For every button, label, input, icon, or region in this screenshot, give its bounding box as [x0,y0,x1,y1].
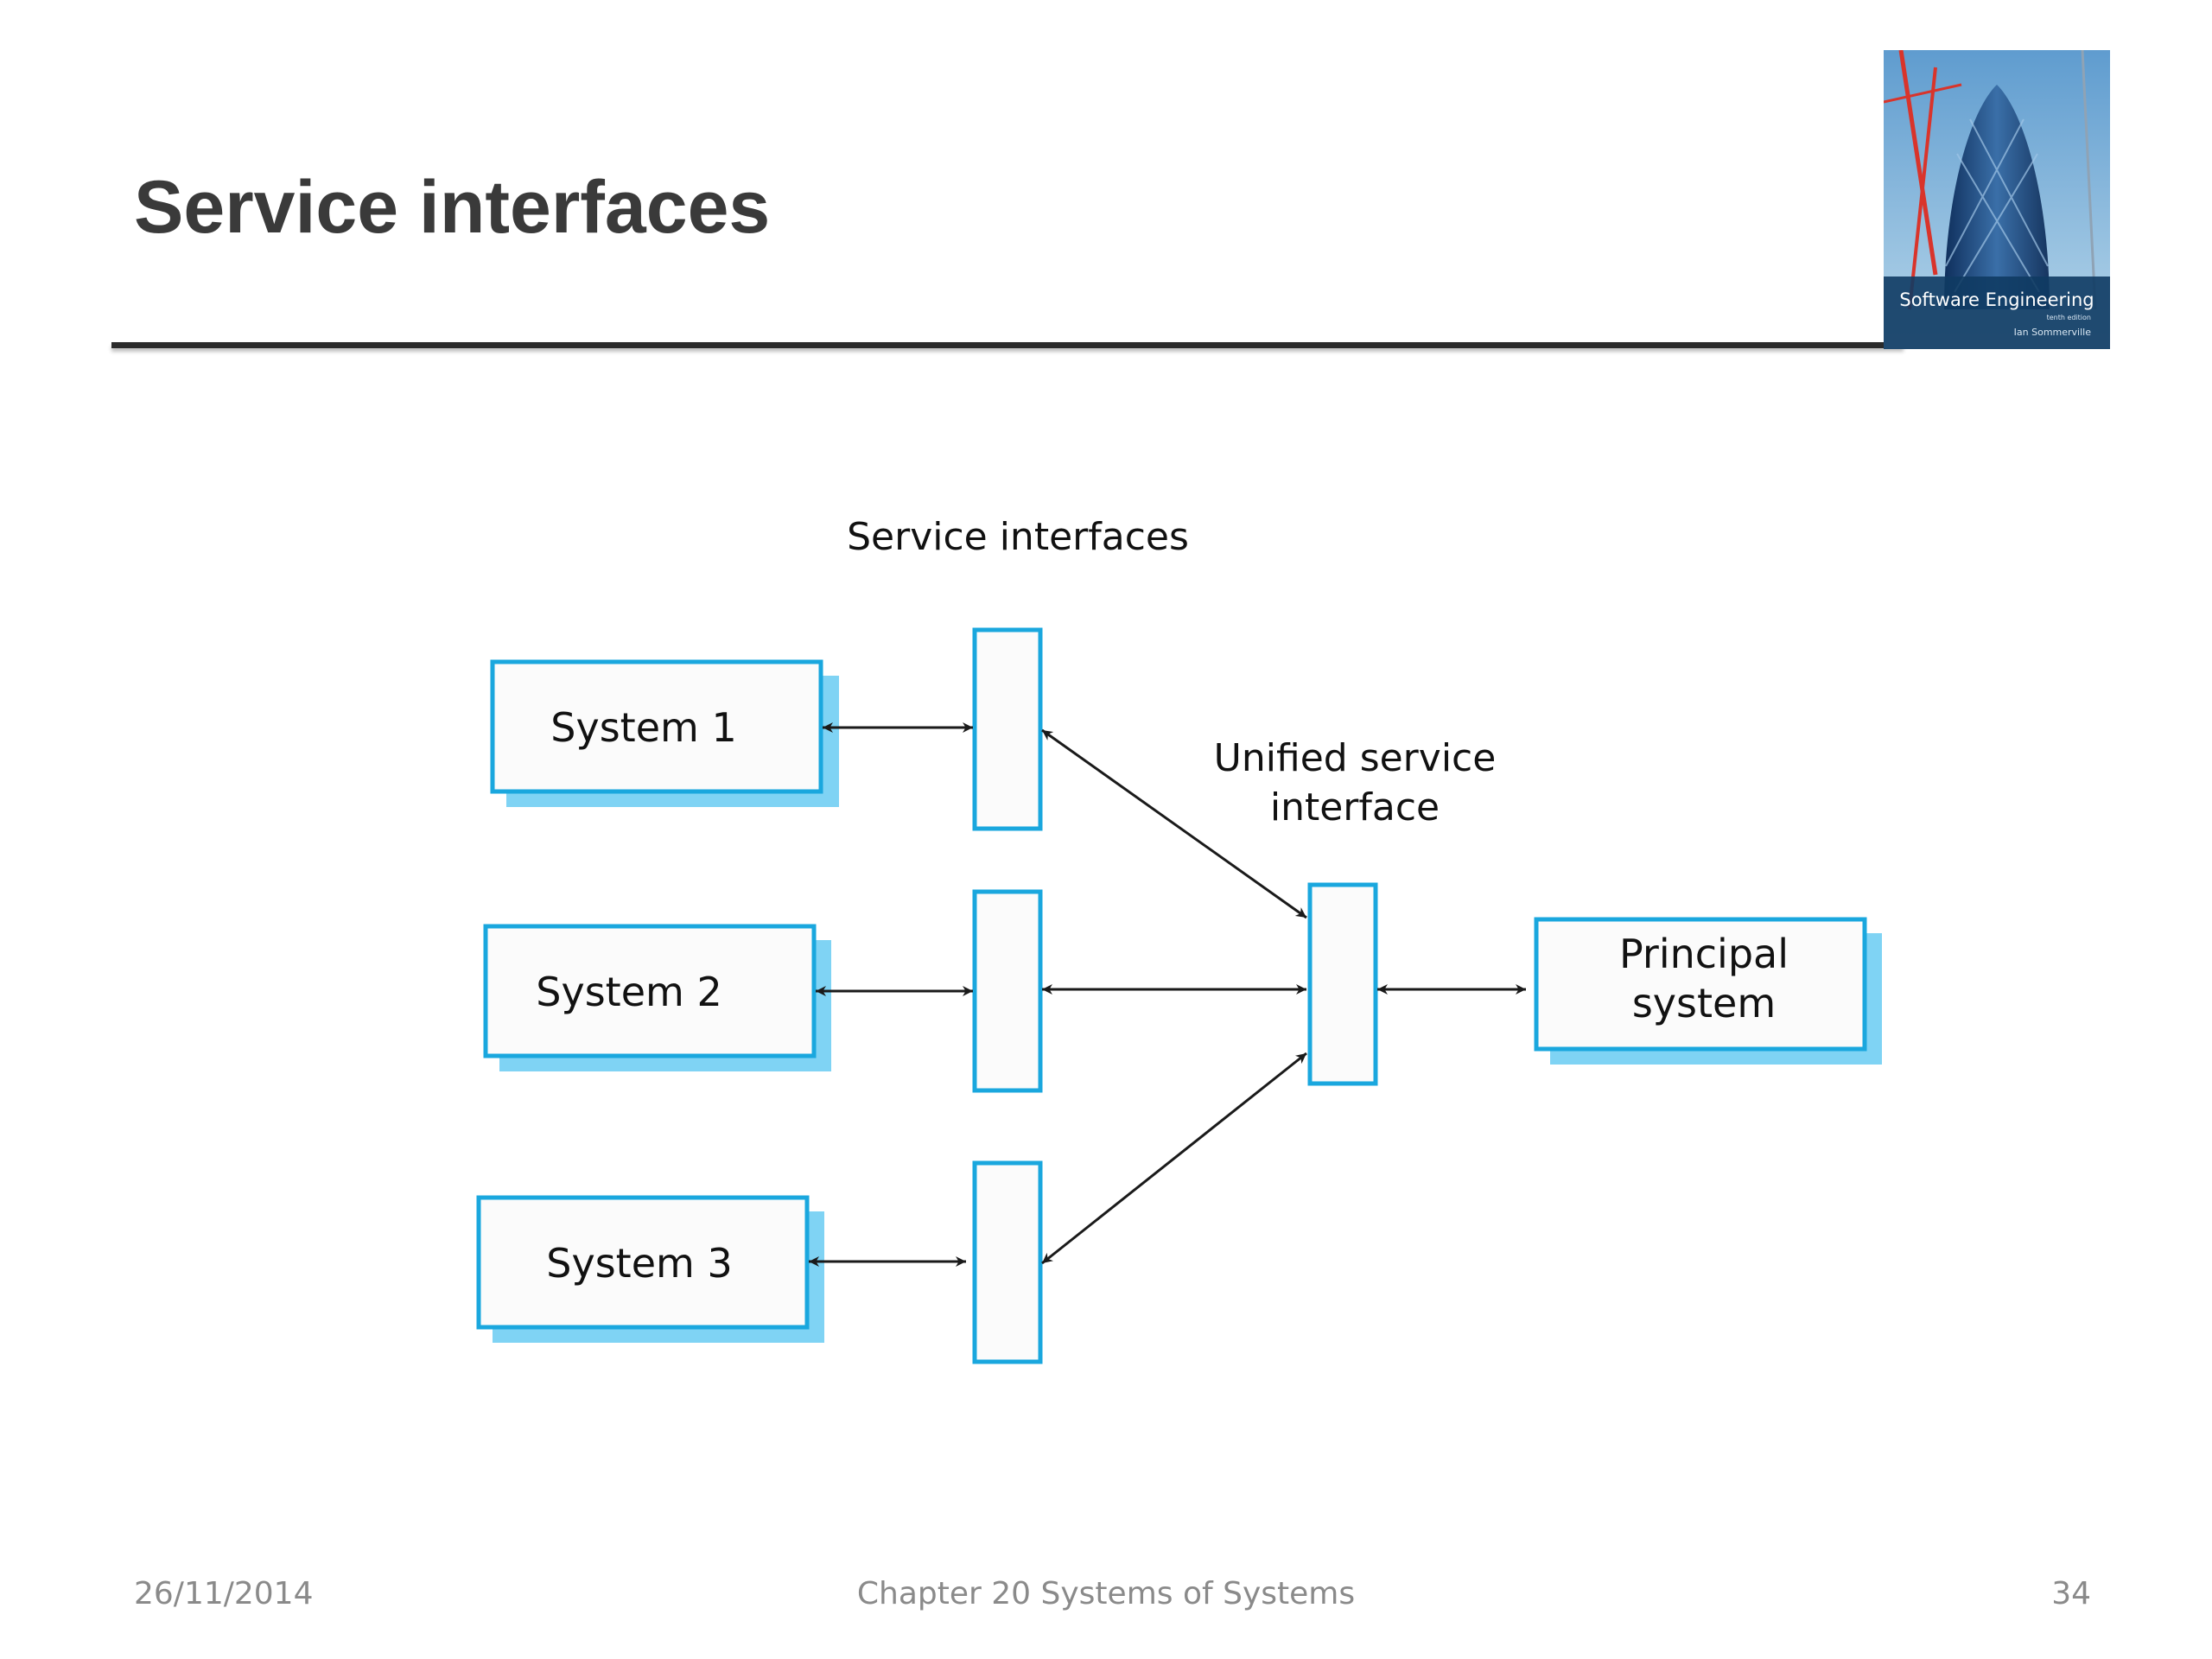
unified-service-interface [1307,882,1378,1086]
connector-interface3-unified [1041,1052,1307,1265]
system-3-box: System 3 [476,1195,824,1343]
unified-service-label-line1: Unified service [1214,736,1497,780]
book-cover-image: Software Engineering tenth edition Ian S… [1884,50,2110,349]
principal-system-label-line2: system [1632,980,1776,1027]
cover-title: Software Engineering [1899,289,2094,310]
service-interface-2 [972,889,1043,1093]
footer-chapter: Chapter 20 Systems of Systems [856,1576,1356,1611]
principal-system-box: Principal system [1534,917,1882,1065]
unified-service-label-line2: interface [1270,785,1440,830]
service-interface-1 [972,627,1043,831]
system-2-box: System 2 [483,924,831,1071]
slide-title: Service interfaces [134,166,771,249]
footer-date: 26/11/2014 [134,1576,314,1611]
service-interface-3 [972,1160,1043,1364]
system-3-label: System 3 [546,1240,732,1287]
cover-author: Ian Sommerville [2014,327,2092,338]
system-1-box: System 1 [490,659,839,807]
title-divider [111,342,1904,348]
footer-page-number: 34 [2051,1576,2091,1611]
principal-system-label-line1: Principal [1619,931,1789,977]
system-2-label: System 2 [536,969,721,1015]
service-interfaces-label: Service interfaces [847,515,1189,559]
cover-edition: tenth edition [2047,314,2091,321]
connector-interface1-unified [1041,728,1307,919]
system-1-label: System 1 [550,704,736,751]
